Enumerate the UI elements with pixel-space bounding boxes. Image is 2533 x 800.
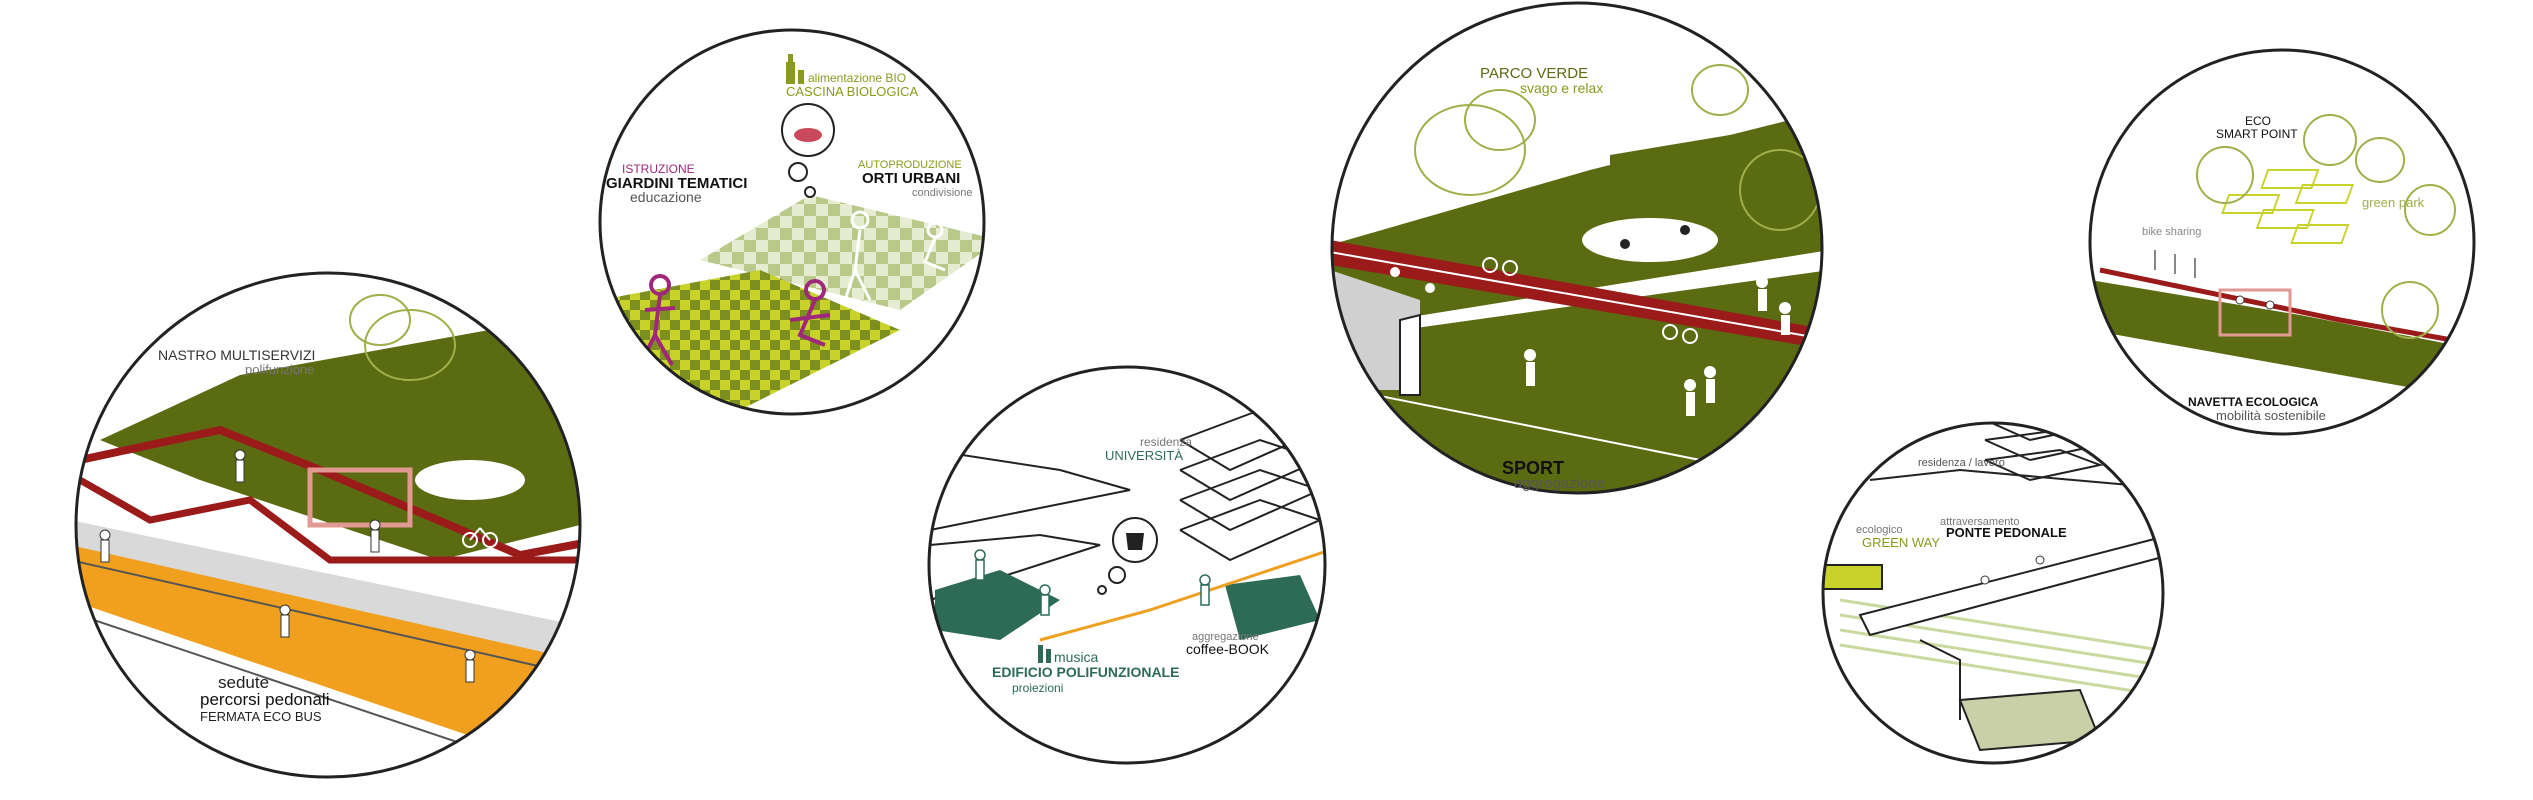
- player-icon: [1756, 276, 1768, 288]
- teal-volume: [1225, 575, 1320, 640]
- label-nastro: NASTRO MULTISERVIZI: [158, 347, 315, 363]
- label-attraversamento: attraversamento: [1940, 516, 2019, 528]
- label-ponte: PONTE PEDONALE: [1946, 525, 2067, 540]
- person-icon: [974, 549, 986, 561]
- person-icon: [1425, 283, 1435, 293]
- label-greenpark: green park: [2362, 195, 2425, 210]
- person-icon: [234, 449, 246, 461]
- label-educazione: educazione: [630, 189, 702, 205]
- vignette-green-park: PARCO VERDE svago e relax SPORT aggregaz…: [1330, 1, 1824, 495]
- label-orti: ORTI URBANI: [862, 170, 960, 187]
- label-giardini: GIARDINI TEMATICI: [606, 175, 747, 192]
- player-icon: [1680, 225, 1690, 235]
- label-ecologico: ecologico: [1856, 524, 1902, 536]
- tree-icon: [2196, 114, 2456, 339]
- label-proiezioni: proiezioni: [1012, 681, 1063, 695]
- green-park-lots: [2221, 169, 2355, 244]
- child-figure: [789, 279, 831, 347]
- label-istruzione: ISTRUZIONE: [622, 162, 695, 176]
- person-icon: [1039, 584, 1051, 596]
- cycle-track: [2099, 267, 2474, 348]
- person-icon: [464, 649, 476, 661]
- label-cascina: CASCINA BIOLOGICA: [786, 84, 919, 99]
- label-sport: SPORT: [1502, 458, 1564, 478]
- shelter-frame: [307, 467, 413, 528]
- person-icon: [99, 529, 111, 541]
- label-parco: PARCO VERDE: [1480, 65, 1588, 82]
- label-fermata: FERMATA ECO BUS: [200, 709, 322, 724]
- player-icon: [1779, 302, 1791, 314]
- label-eco: ECO: [2245, 114, 2271, 128]
- tree-icon: [349, 294, 456, 410]
- label-bike: bike sharing: [2142, 226, 2201, 238]
- person-icon: [369, 519, 381, 531]
- teal-volume: [935, 570, 1060, 640]
- vignette-eco-smart-point: ECO SMART POINT bike sharing green park …: [2088, 48, 2476, 436]
- bike-sharing-rack: [2154, 250, 2196, 278]
- label-greenway: GREEN WAY: [1862, 535, 1940, 550]
- label-alimentazione: alimentazione BIO: [808, 71, 906, 85]
- vignette-border: [927, 365, 1327, 765]
- coffee-cup-icon: [1126, 533, 1144, 550]
- label-aggregazione-c3: aggregazione: [1192, 631, 1259, 643]
- person-icon: [1199, 574, 1211, 586]
- label-edificio: EDIFICIO POLIFUNZIONALE: [992, 664, 1179, 680]
- plaza-oval: [415, 460, 525, 500]
- urban-gardens-grid: [700, 195, 984, 310]
- person-icon: [1980, 575, 1990, 585]
- bicycle-icon: [1482, 257, 1698, 344]
- label-residenza: residenza: [1140, 435, 1192, 449]
- player-icon: [1524, 349, 1536, 361]
- player-icon: [1620, 239, 1630, 249]
- person-icon: [2035, 555, 2045, 565]
- vignette-border: [2088, 48, 2476, 436]
- label-smart: SMART POINT: [2216, 127, 2298, 141]
- pedestrian-path: [76, 545, 580, 777]
- label-coffee: coffee-BOOK: [1186, 641, 1270, 657]
- person-icon: [1390, 267, 1400, 277]
- vignette-border: [74, 271, 582, 779]
- lawn-area: [2090, 280, 2474, 400]
- label-navetta: NAVETTA ECOLOGICA: [2188, 395, 2319, 409]
- vignette-multipurpose-building: residenza UNIVERSITÀ musica EDIFICIO POL…: [927, 365, 1327, 765]
- label-aggregazione-c4: aggregazione: [1514, 475, 1605, 492]
- vignette-border: [1821, 421, 2165, 765]
- vignette-pedestrian-bridge: residenza / lavoro ecologico GREEN WAY a…: [1821, 421, 2165, 765]
- plaza-oval: [1582, 218, 1718, 262]
- music-icon: [1038, 645, 1051, 663]
- label-universita: UNIVERSITÀ: [1105, 448, 1183, 463]
- vignette-border: [598, 28, 986, 416]
- cake-icon: [794, 128, 822, 142]
- label-mobilita: mobilità sostenibile: [2216, 408, 2326, 423]
- label-percorsi: percorsi pedonali: [200, 690, 329, 709]
- label-autoproduzione: AUTOPRODUZIONE: [858, 159, 962, 171]
- label-sedute: sedute: [218, 673, 269, 692]
- player-icon: [1704, 366, 1716, 378]
- person-icon: [2235, 295, 2245, 305]
- train-icon: [1823, 564, 1883, 590]
- shuttle-stop-frame: [2218, 288, 2292, 337]
- label-residenza-lavoro: residenza / lavoro: [1918, 457, 2005, 469]
- farm-bottle-icon: [786, 54, 804, 84]
- player-icon: [1684, 379, 1696, 391]
- label-musica: musica: [1054, 649, 1099, 665]
- vignette-border: [1330, 1, 1824, 495]
- label-svago: svago e relax: [1520, 80, 1603, 96]
- person-icon: [279, 604, 291, 616]
- vignette-organic-farm: alimentazione BIO CASCINA BIOLOGICA ISTR…: [598, 28, 986, 416]
- pedestrian-bridge: [1858, 533, 2163, 637]
- label-polifunzione: polifunzione: [245, 362, 314, 377]
- runner-icon: [1615, 143, 1625, 153]
- vignette-bus-stop: NASTRO MULTISERVIZI polifunzione sedute …: [74, 271, 582, 779]
- person-icon: [843, 210, 946, 301]
- bicycle-icon: [462, 527, 498, 548]
- label-condivisione: condivisione: [912, 187, 973, 199]
- person-icon: [2265, 300, 2275, 310]
- orange-path: [1039, 548, 1325, 642]
